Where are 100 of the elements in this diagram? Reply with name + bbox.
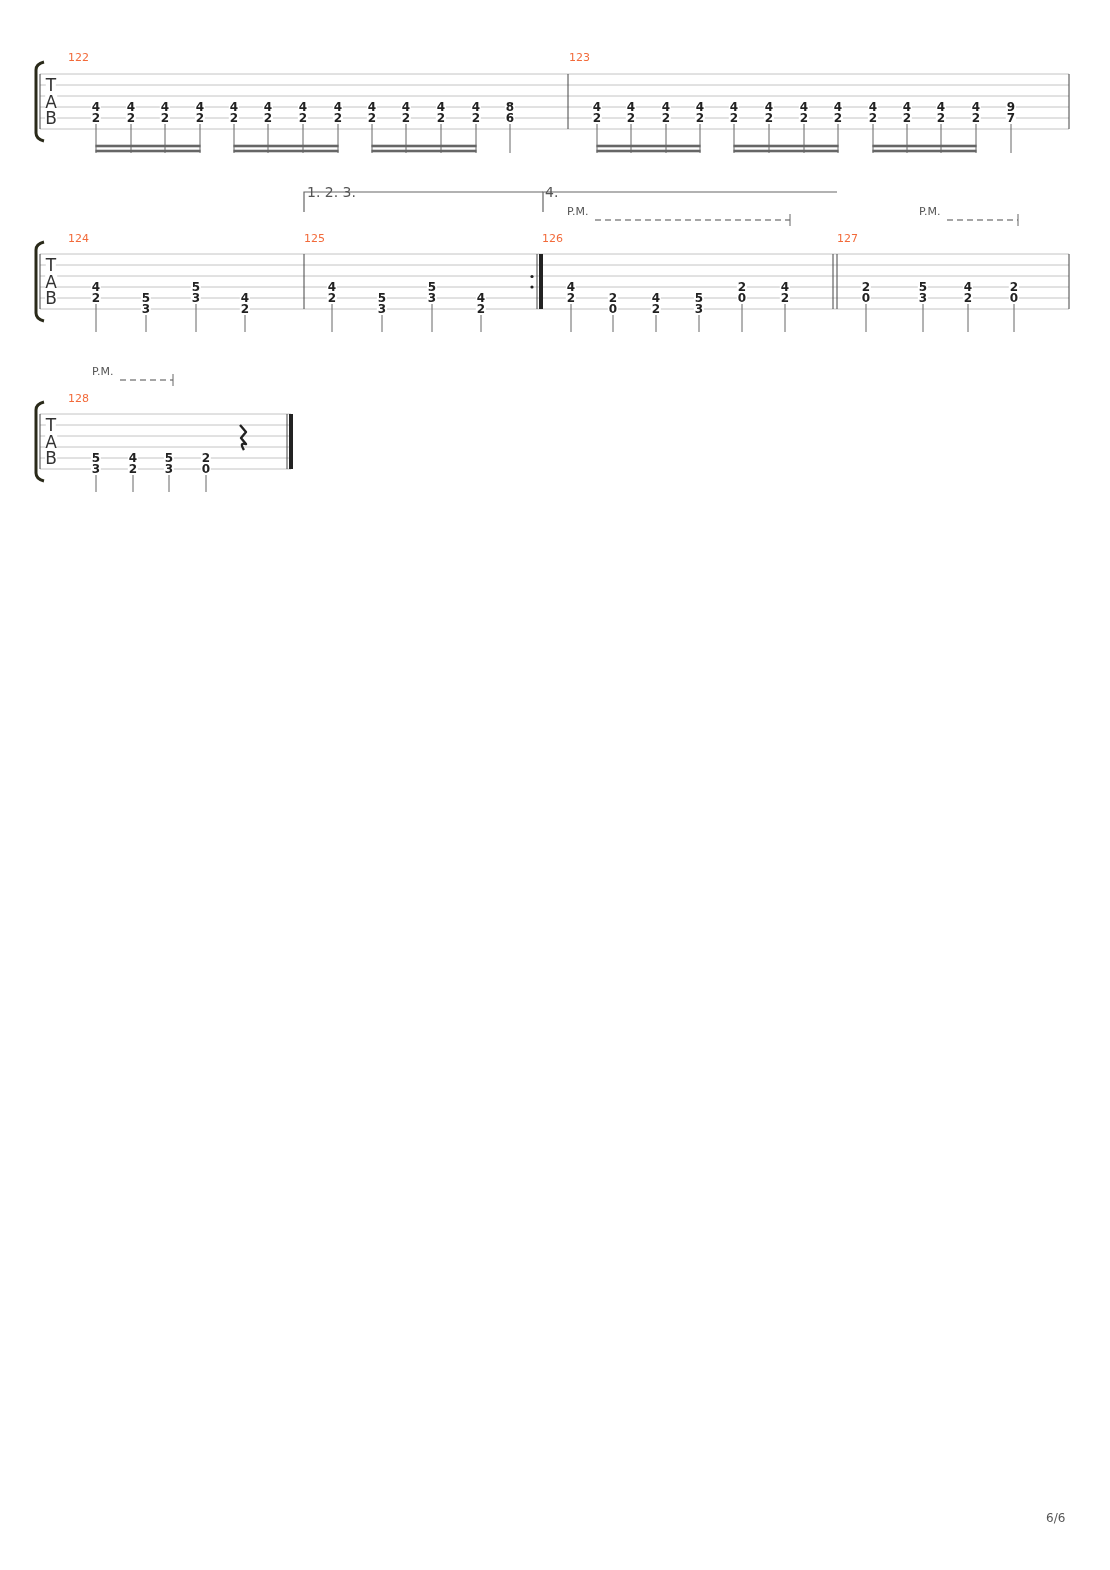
fret-number: 4 xyxy=(798,102,810,112)
fret-number: 4 xyxy=(435,102,447,112)
fret-number: 2 xyxy=(326,293,338,303)
fret-number: 3 xyxy=(917,293,929,303)
fret-number: 4 xyxy=(228,102,240,112)
fret-number: 2 xyxy=(470,113,482,123)
fret-number: 3 xyxy=(190,293,202,303)
fret-number: 4 xyxy=(470,102,482,112)
fret-number: 0 xyxy=(1008,293,1020,303)
fret-number: 7 xyxy=(1005,113,1017,123)
tab-clef-letter: B xyxy=(45,110,57,126)
fret-number: 5 xyxy=(376,293,388,303)
fret-number: 2 xyxy=(400,113,412,123)
fret-number: 2 xyxy=(694,113,706,123)
fret-number: 2 xyxy=(650,304,662,314)
fret-number: 2 xyxy=(366,113,378,123)
tab-clef-letter: T xyxy=(45,77,57,93)
fret-number: 2 xyxy=(962,293,974,303)
fret-number: 2 xyxy=(798,113,810,123)
fret-number: 5 xyxy=(90,453,102,463)
measure-number: 125 xyxy=(304,231,325,245)
fret-number: 3 xyxy=(90,464,102,474)
fret-number: 4 xyxy=(591,102,603,112)
fret-number: 4 xyxy=(90,282,102,292)
fret-number: 2 xyxy=(591,113,603,123)
fret-number: 2 xyxy=(660,113,672,123)
fret-number: 8 xyxy=(504,102,516,112)
fret-number: 2 xyxy=(297,113,309,123)
fret-number: 0 xyxy=(607,304,619,314)
measure-number: 126 xyxy=(542,231,563,245)
fret-number: 2 xyxy=(475,304,487,314)
fret-number: 2 xyxy=(239,304,251,314)
fret-number: 2 xyxy=(125,113,137,123)
fret-number: 4 xyxy=(728,102,740,112)
palm-mute-marking: P.M. xyxy=(567,204,589,218)
fret-number: 0 xyxy=(200,464,212,474)
fret-number: 4 xyxy=(650,293,662,303)
tab-clef-letter: T xyxy=(45,417,57,433)
fret-number: 2 xyxy=(435,113,447,123)
fret-number: 2 xyxy=(763,113,775,123)
fret-number: 5 xyxy=(426,282,438,292)
fret-number: 5 xyxy=(140,293,152,303)
fret-number: 2 xyxy=(779,293,791,303)
tab-clef-letter: A xyxy=(45,274,57,290)
fret-number: 5 xyxy=(693,293,705,303)
fret-number: 4 xyxy=(779,282,791,292)
fret-number: 4 xyxy=(763,102,775,112)
fret-number: 2 xyxy=(1008,282,1020,292)
fret-number: 4 xyxy=(159,102,171,112)
fret-number: 0 xyxy=(860,293,872,303)
fret-number: 4 xyxy=(901,102,913,112)
fret-number: 4 xyxy=(970,102,982,112)
fret-number: 4 xyxy=(366,102,378,112)
fret-number: 4 xyxy=(194,102,206,112)
fret-number: 3 xyxy=(140,304,152,314)
fret-number: 2 xyxy=(728,113,740,123)
fret-number: 4 xyxy=(935,102,947,112)
fret-number: 6 xyxy=(504,113,516,123)
fret-number: 2 xyxy=(935,113,947,123)
fret-number: 4 xyxy=(660,102,672,112)
fret-number: 3 xyxy=(376,304,388,314)
measure-number: 122 xyxy=(68,50,89,64)
fret-number: 4 xyxy=(625,102,637,112)
fret-number: 2 xyxy=(332,113,344,123)
fret-number: 2 xyxy=(565,293,577,303)
fret-number: 2 xyxy=(90,293,102,303)
tab-clef-letter: B xyxy=(45,290,57,306)
fret-number: 2 xyxy=(607,293,619,303)
fret-number: 4 xyxy=(962,282,974,292)
fret-number: 4 xyxy=(297,102,309,112)
fret-number: 4 xyxy=(832,102,844,112)
fret-number: 2 xyxy=(194,113,206,123)
fret-number: 4 xyxy=(90,102,102,112)
tab-clef-letter: T xyxy=(45,257,57,273)
fret-number: 3 xyxy=(163,464,175,474)
fret-number: 5 xyxy=(917,282,929,292)
fret-number: 4 xyxy=(400,102,412,112)
fret-number: 2 xyxy=(832,113,844,123)
fret-number: 3 xyxy=(426,293,438,303)
tab-clef-letter: A xyxy=(45,434,57,450)
fret-number: 2 xyxy=(200,453,212,463)
fret-number: 9 xyxy=(1005,102,1017,112)
fret-number: 2 xyxy=(159,113,171,123)
palm-mute-marking: P.M. xyxy=(919,204,941,218)
fret-number: 2 xyxy=(625,113,637,123)
fret-number: 2 xyxy=(90,113,102,123)
fret-number: 5 xyxy=(190,282,202,292)
fret-number: 4 xyxy=(694,102,706,112)
measure-number: 123 xyxy=(569,50,590,64)
fret-number: 2 xyxy=(127,464,139,474)
page-number: 6/6 xyxy=(1046,1511,1066,1525)
fret-number: 2 xyxy=(228,113,240,123)
fret-number: 4 xyxy=(239,293,251,303)
volta-label: 4. xyxy=(545,184,559,200)
fret-number: 4 xyxy=(565,282,577,292)
volta-label: 1. 2. 3. xyxy=(307,184,356,200)
fret-number: 4 xyxy=(326,282,338,292)
fret-number: 4 xyxy=(475,293,487,303)
measure-number: 124 xyxy=(68,231,89,245)
fret-number: 5 xyxy=(163,453,175,463)
